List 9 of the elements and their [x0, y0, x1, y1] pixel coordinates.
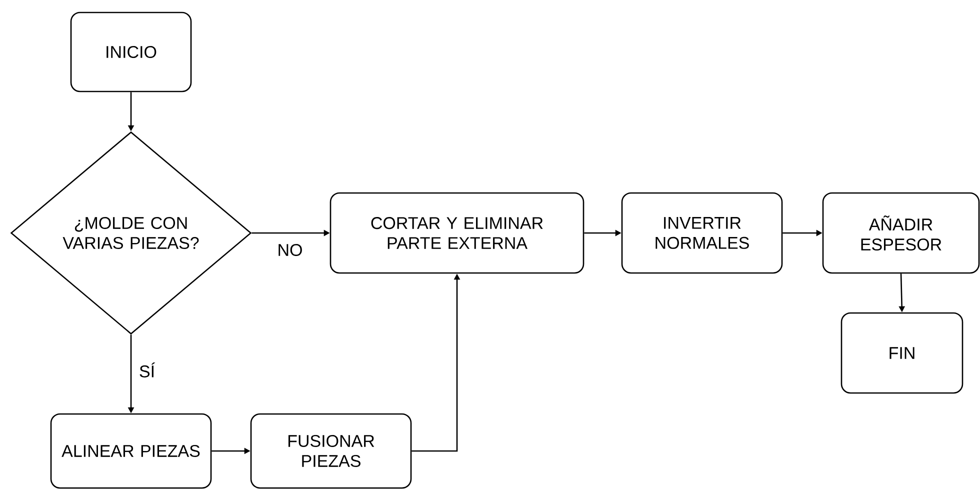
process-box: AÑADIR ESPESOR — [822, 192, 980, 274]
edge-label: NO — [276, 242, 304, 257]
process-box: INICIO — [70, 12, 192, 92]
process-box: FIN — [840, 312, 964, 394]
process-box: ALINEAR PIEZAS — [50, 413, 212, 489]
process-box: FUSIONAR PIEZAS — [250, 413, 412, 489]
process-box: INVERTIR NORMALES — [621, 192, 783, 274]
edge-label: SÍ — [138, 362, 156, 378]
process-box: CORTAR Y ELIMINAR PARTE EXTERNA — [330, 192, 584, 274]
